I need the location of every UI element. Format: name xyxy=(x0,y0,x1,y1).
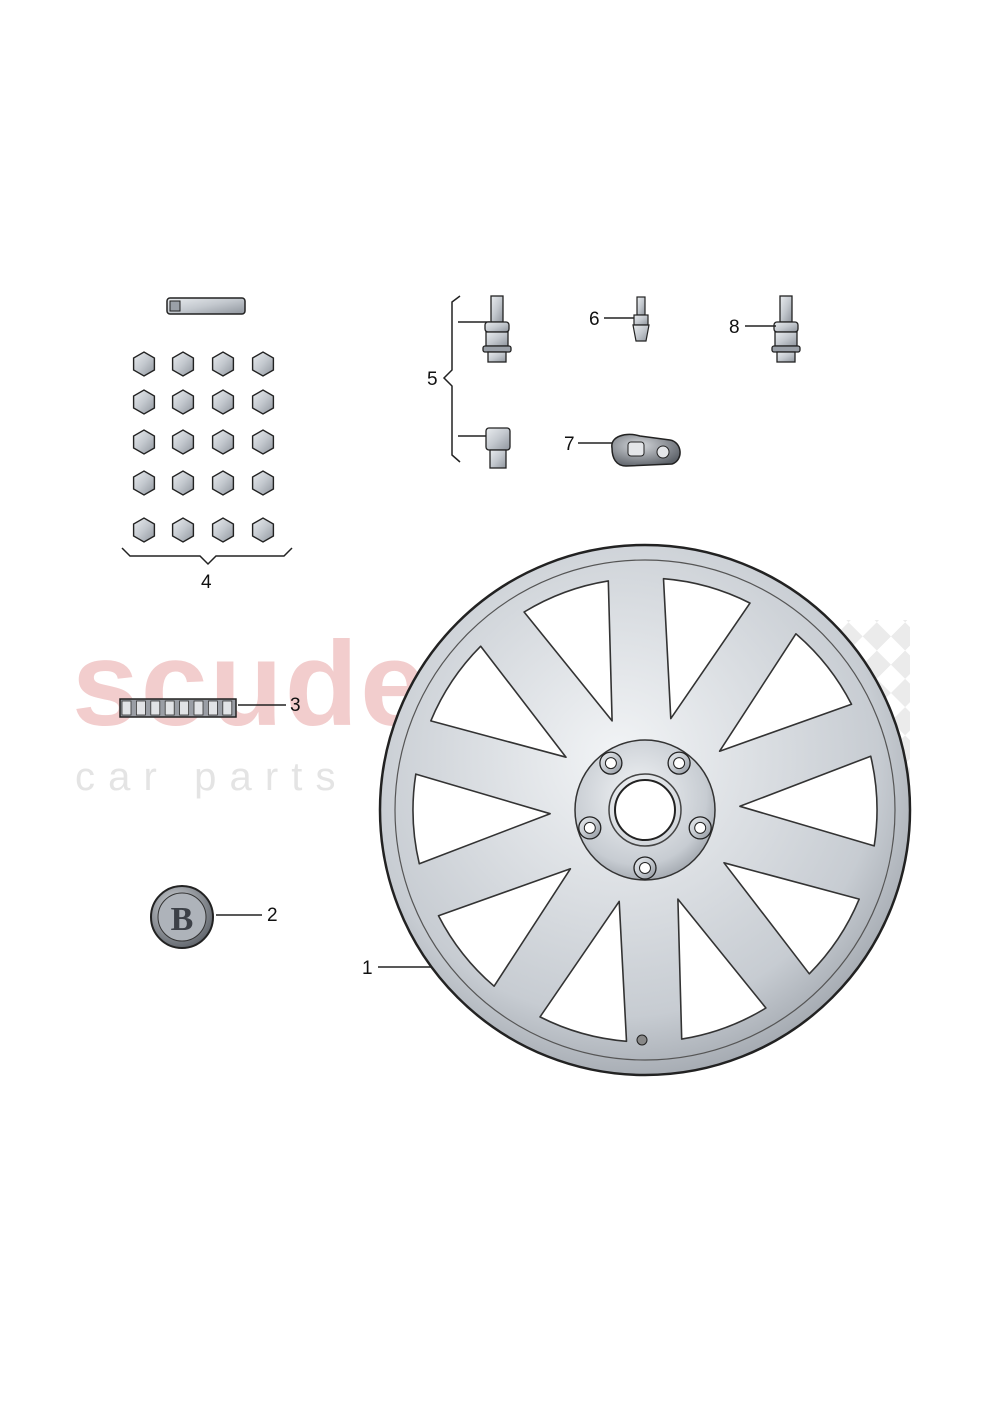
emblem-letter: B xyxy=(171,901,194,938)
spoke-windows xyxy=(412,577,878,1043)
weight-segment xyxy=(121,700,132,716)
spoke-window xyxy=(539,900,628,1043)
callout-4: 4 xyxy=(201,572,212,593)
locking-bolt-socket xyxy=(485,427,511,469)
brace-5 xyxy=(442,295,461,463)
spoke-window xyxy=(430,645,567,758)
wheel-bolt-8 xyxy=(771,295,801,363)
callout-7: 7 xyxy=(564,434,575,455)
wheel-bolt xyxy=(482,295,512,363)
spoke-window xyxy=(662,577,751,720)
weight-segment xyxy=(207,700,218,716)
spoke-window xyxy=(677,898,767,1040)
brace-4 xyxy=(121,547,293,566)
bolt-cap xyxy=(171,389,195,415)
bolt-cap xyxy=(132,351,156,377)
wheel-lock-adapter xyxy=(166,297,246,315)
bolt-cap xyxy=(132,517,156,543)
bolt-cap xyxy=(211,429,235,455)
bolt-cap xyxy=(251,429,275,455)
callout-6: 6 xyxy=(589,309,600,330)
bolt-cap xyxy=(211,351,235,377)
callout-5: 5 xyxy=(427,369,438,390)
lug-hole-bore xyxy=(673,757,686,770)
bolt-cap xyxy=(132,470,156,496)
watermark-sub: c a r p a r t s xyxy=(75,755,337,799)
bolt-cap xyxy=(132,389,156,415)
centre-bore-ring xyxy=(608,773,682,847)
lug-hole-bore xyxy=(583,821,596,834)
lug-hole-bore xyxy=(694,821,707,834)
bolt-cap xyxy=(251,470,275,496)
alloy-wheel xyxy=(378,543,912,1077)
spoke-window xyxy=(437,868,572,987)
bolt-cap xyxy=(251,517,275,543)
bolt-cap xyxy=(211,470,235,496)
valve-hole xyxy=(636,1034,648,1046)
bolt-cap xyxy=(171,351,195,377)
spoke-window xyxy=(723,862,860,975)
weight-segment xyxy=(222,700,233,716)
spoke-window xyxy=(718,633,853,752)
weight-segment xyxy=(150,700,161,716)
spoke-window xyxy=(739,755,878,847)
lug-holes xyxy=(578,751,712,880)
lug-hole-bore xyxy=(604,757,617,770)
centre-bore xyxy=(614,779,676,841)
bolt-cap xyxy=(211,389,235,415)
bolt-cap xyxy=(171,429,195,455)
spoke-window xyxy=(523,580,613,722)
bolt-cap-grid xyxy=(132,351,275,543)
spoke-window xyxy=(412,773,551,865)
wheel-rim-lip xyxy=(394,559,896,1061)
tyre-pressure-sensor xyxy=(611,433,681,467)
weight-segment xyxy=(164,700,175,716)
callout-3: 3 xyxy=(290,695,301,716)
bolt-cap xyxy=(251,389,275,415)
lug-hole-bore xyxy=(639,862,651,874)
bolt-cap xyxy=(251,351,275,377)
center-cap-emblem: B xyxy=(150,885,214,949)
tyre-valve xyxy=(632,296,650,342)
weight-segment xyxy=(135,700,146,716)
weight-segment xyxy=(193,700,204,716)
balance-weight-strip xyxy=(119,698,237,718)
callout-8: 8 xyxy=(729,317,740,338)
bolt-cap xyxy=(211,517,235,543)
callout-1: 1 xyxy=(362,958,373,979)
bolt-cap xyxy=(171,517,195,543)
bolt-cap xyxy=(171,470,195,496)
callout-2: 2 xyxy=(267,905,278,926)
weight-segment xyxy=(179,700,190,716)
bolt-cap xyxy=(132,429,156,455)
